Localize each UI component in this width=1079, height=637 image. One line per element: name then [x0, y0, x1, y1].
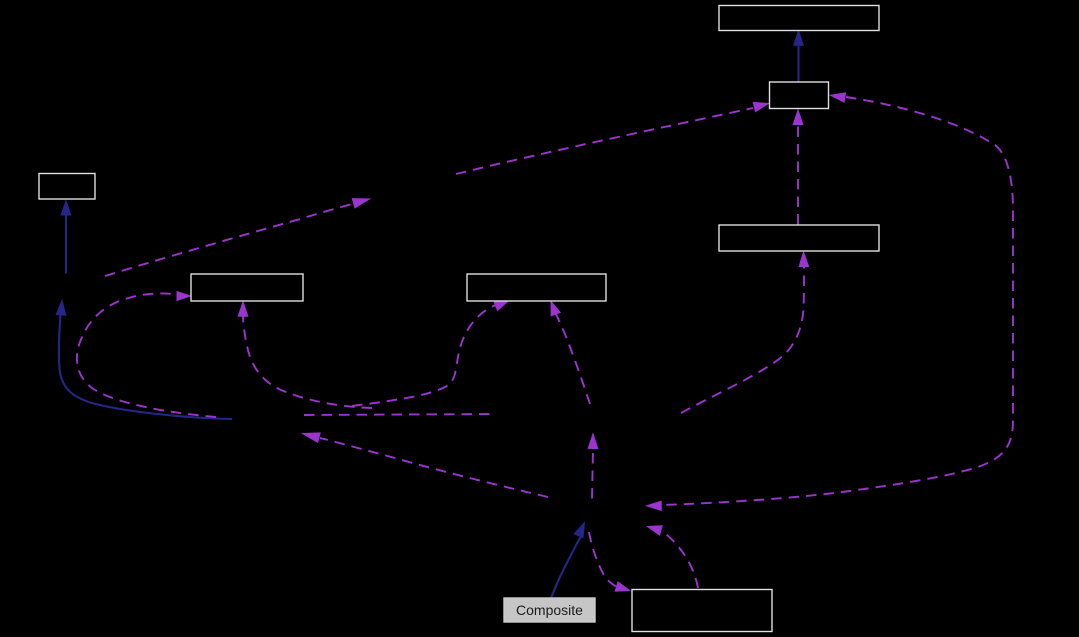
edge-right-to-upper-arrowhead [792, 108, 804, 125]
node-small-upper-box[interactable] [768, 81, 830, 110]
edge-hidden5-to-midleft [237, 300, 373, 409]
edge-upper-central-cycle [644, 92, 1014, 512]
node-composite-label: Composite [516, 602, 583, 618]
edge-central-to-bottomright-arrowhead [614, 581, 631, 592]
node-composite-box[interactable] [503, 597, 596, 623]
edge-hidden5-to-center-arrowhead [493, 300, 510, 312]
node-mid-left[interactable] [190, 273, 304, 302]
node-top-wide-box[interactable] [718, 4, 880, 32]
edge-central-to-hidden2-arrowhead [587, 432, 599, 450]
node-mid-center[interactable] [466, 273, 607, 302]
edge-hidden5-to-center [351, 300, 510, 407]
edge-hidden1-to-left-arrowhead [60, 198, 72, 216]
node-small-upper[interactable] [768, 81, 830, 110]
node-top-wide[interactable] [718, 4, 880, 32]
edge-hidden1-to-left [60, 198, 72, 274]
node-bottom-right[interactable] [631, 588, 773, 633]
node-composite[interactable]: Composite [503, 597, 596, 623]
node-right-wide-box[interactable] [718, 224, 880, 252]
edge-hidden5-to-midleft-arrowhead [237, 300, 249, 317]
edge-upper-to-top-arrowhead [793, 28, 804, 46]
edge-hidden1-to-hidden6-arrowhead [351, 198, 372, 209]
edge-composite-to-hidden [550, 521, 586, 599]
edge-hidden6-to-upper [455, 101, 771, 175]
edge-bottomright-to-central [646, 525, 699, 589]
node-mid-left-box[interactable] [190, 273, 304, 302]
edge-upper-central-cycle-arrowhead [828, 92, 847, 103]
edge-loop-to-midleft [75, 290, 217, 418]
node-left-small[interactable] [38, 172, 96, 200]
edge-hidden2-to-center-arrowhead [550, 300, 562, 317]
edge-hidden1-to-hidden6 [104, 198, 372, 277]
node-bottom-right-box[interactable] [631, 588, 773, 633]
edges-layer [55, 28, 1014, 599]
edge-loop-to-midleft-arrowhead [176, 290, 193, 302]
edge-bottomright-to-central-arrowhead [646, 525, 663, 536]
edge-hidden3-to-hidden1-arrowhead [55, 298, 67, 316]
node-left-small-box[interactable] [38, 172, 96, 200]
edge-hidden3-to-right-arrowhead [798, 250, 810, 267]
node-mid-center-box[interactable] [466, 273, 607, 302]
edge-right-to-upper [792, 108, 804, 225]
edge-hidden2-to-center [550, 300, 591, 405]
nodes-layer: Composite [38, 4, 880, 633]
edge-central-to-hidden3-arrowhead [300, 432, 321, 444]
edge-composite-to-hidden-arrowhead [573, 521, 586, 539]
edge-upper-central-cycle-arrowhead [644, 500, 662, 512]
edge-hidden6-to-upper-arrowhead [752, 101, 771, 113]
edge-central-to-hidden3 [300, 432, 549, 498]
edge-central-to-hidden2 [587, 432, 599, 499]
edge-hidden3-to-hidden1 [55, 298, 233, 421]
edge-hidden3-to-right [303, 250, 810, 416]
edge-central-to-bottomright [588, 531, 631, 592]
node-right-wide[interactable] [718, 224, 880, 252]
edge-upper-to-top [793, 28, 804, 82]
